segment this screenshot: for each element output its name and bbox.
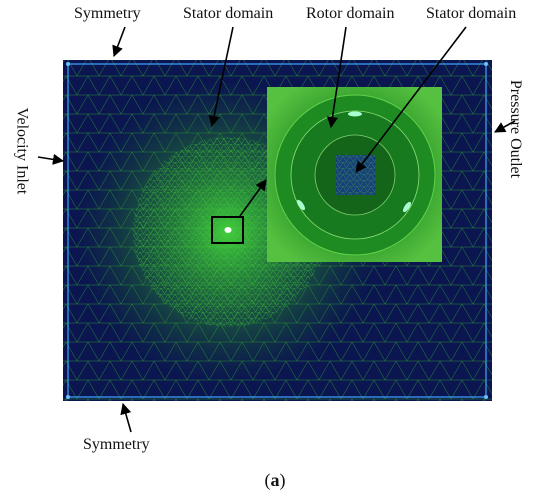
figure-caption: (a) xyxy=(264,470,286,490)
arrow-symmetry-bottom xyxy=(120,402,132,433)
label-symmetry-top: Symmetry xyxy=(74,5,141,22)
boundary-corner-node xyxy=(66,62,70,66)
arrow-stator-right xyxy=(355,26,467,173)
domain-boundary xyxy=(67,63,487,398)
boundary-corner-node xyxy=(66,395,70,399)
label-stator-domain-right: Stator domain xyxy=(426,5,517,22)
label-velocity-inlet: Velocity Inlet xyxy=(13,107,31,195)
zoom-inset xyxy=(267,87,442,262)
label-stator-domain-left: Stator domain xyxy=(183,5,274,22)
blade-right xyxy=(402,201,412,213)
blade-top xyxy=(348,111,362,117)
arrow-symmetry-top xyxy=(112,26,126,58)
label-pressure-outlet: Pressure Outlet xyxy=(507,79,525,179)
caption-letter: a xyxy=(270,470,280,490)
arrow-zoom-connector xyxy=(239,179,267,217)
boundary-corner-node xyxy=(484,62,488,66)
turbine-region-box xyxy=(211,216,244,244)
label-symmetry-bottom: Symmetry xyxy=(83,436,150,453)
arrow-velocity-inlet xyxy=(37,153,65,165)
arrow-rotor xyxy=(326,26,347,129)
label-rotor-domain: Rotor domain xyxy=(306,5,395,22)
turbine-rotor-spot xyxy=(224,227,232,233)
arrow-pressure-outlet xyxy=(494,120,516,133)
arrow-stator-left xyxy=(208,26,234,128)
blade-left xyxy=(296,199,306,211)
boundary-corner-node xyxy=(484,395,488,399)
